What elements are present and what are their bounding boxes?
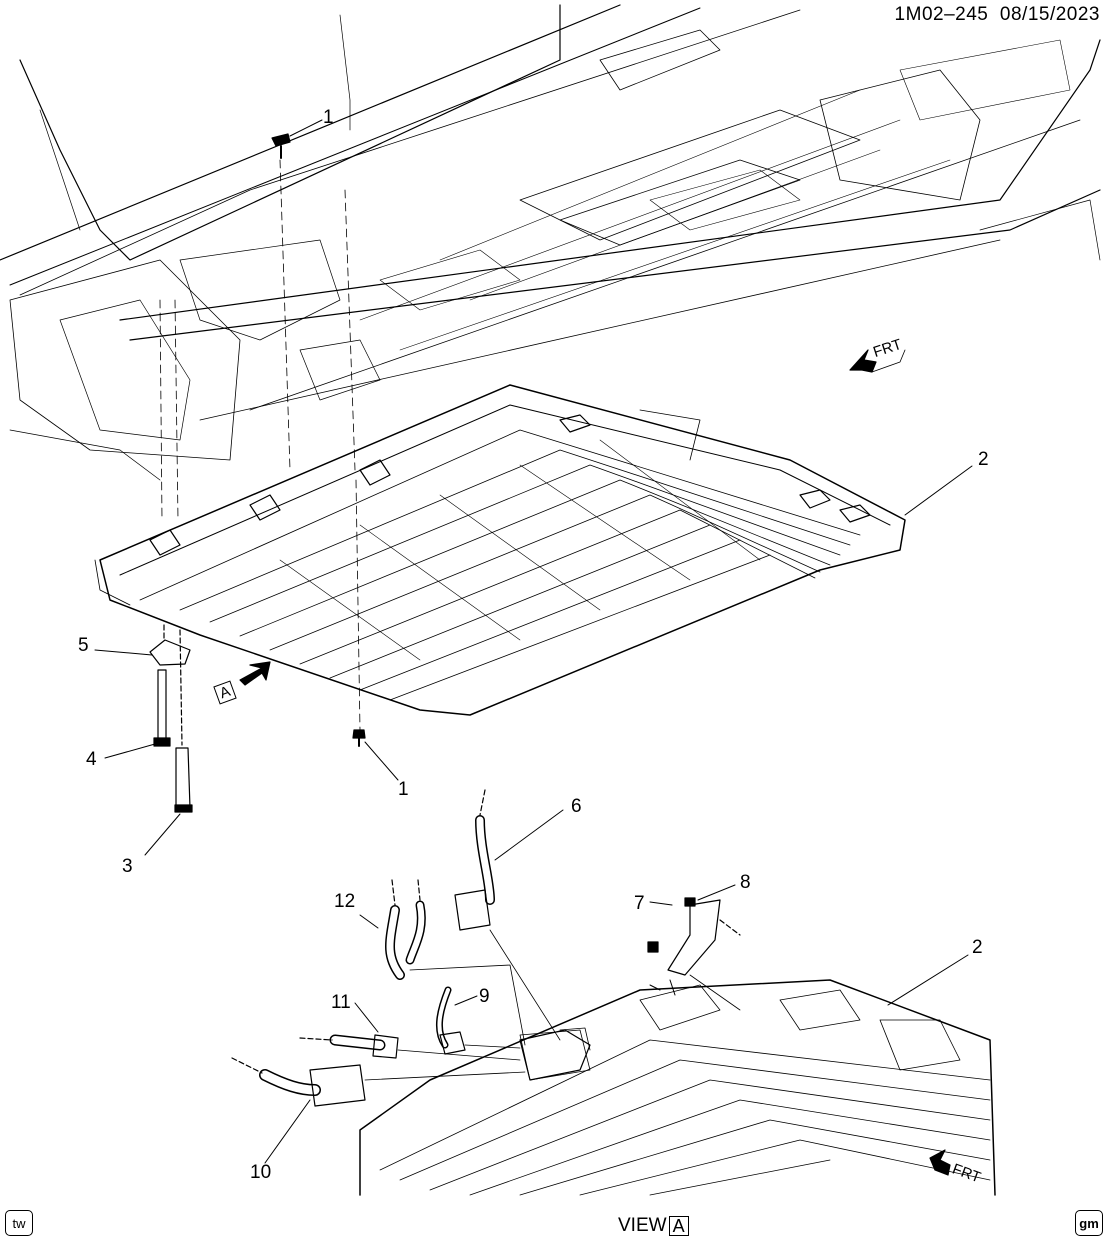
callout-2-bottom: 2: [972, 937, 983, 958]
battery-pack-bottom-view: [359, 979, 996, 1196]
callout-7: 7: [634, 893, 645, 914]
drawing-code: 1M02–245: [894, 4, 989, 25]
view-letter: A: [668, 1216, 689, 1236]
callout-8: 8: [740, 872, 751, 893]
callout-2-top: 2: [978, 449, 989, 470]
harness-9: [435, 986, 521, 1055]
harness-11: [299, 1034, 521, 1061]
callout-9: 9: [479, 986, 490, 1007]
callout-11: 11: [331, 992, 351, 1013]
front-direction-arrow-top: [849, 349, 906, 373]
bolt-top: [271, 133, 291, 159]
callout-4: 4: [86, 749, 97, 770]
tw-badge: tw: [5, 1210, 33, 1236]
harness-12: [385, 879, 526, 1046]
gm-logo-icon: gm: [1075, 1210, 1103, 1236]
harness-10: [231, 1057, 526, 1107]
callout-12: 12: [334, 891, 356, 912]
harness-6: [454, 789, 561, 1041]
front-direction-arrow-bottom: [929, 1149, 951, 1176]
battery-pack-top: [94, 384, 906, 716]
vehicle-floor-structure: [0, 4, 1101, 481]
bracket-and-bolts: [149, 624, 193, 813]
view-text: VIEW: [618, 1215, 667, 1236]
drawing-id-header: 1M02–245 08/15/2023: [895, 4, 1100, 26]
bolt-bottom: [352, 729, 366, 747]
assembly-guide-lines: [159, 159, 361, 731]
callout-5: 5: [78, 635, 89, 656]
bolts-7: [647, 897, 696, 953]
view-a-arrow: [239, 661, 271, 686]
connector-assembly-center: [519, 1027, 591, 1081]
callout-3: 3: [122, 856, 133, 877]
callout-leaders: [94, 119, 973, 1164]
bracket-8: [667, 899, 741, 1011]
callout-6: 6: [571, 796, 582, 817]
callout-1-bottom: 1: [398, 779, 409, 800]
callout-10: 10: [250, 1162, 272, 1183]
callout-1-top: 1: [323, 107, 334, 128]
drawing-date: 08/15/2023: [999, 4, 1100, 25]
view-label: VIEW A: [618, 1215, 689, 1237]
